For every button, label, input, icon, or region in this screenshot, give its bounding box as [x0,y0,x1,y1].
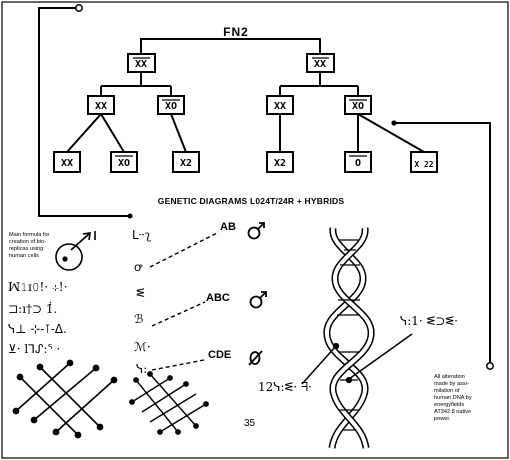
note-alteration: All alteration made by assi- milation of… [434,374,472,423]
note-right-line-3: milation of [434,388,460,394]
dna-helix [323,227,375,449]
leaf-label-5: O [355,158,361,169]
root-label-fn2: FN2 [223,25,249,39]
label-ab: AB [220,221,236,233]
note-right-line-4: human DNA by [434,395,472,401]
note-left-line-2: creation of bio- [9,239,47,245]
left-child-label-2: XO [165,101,177,112]
tree-labels: XX XX XX XO XX XO XX XO X2 X2 O X 22 [61,59,434,169]
knot-pattern-right [129,371,209,435]
leaf-label-4: X2 [274,158,286,169]
glyph-column-3: ᓬ [136,286,145,300]
right-child-label-1: XX [274,101,286,112]
glyph-column-5: ℳ· [134,340,151,354]
tree-connectors [66,38,425,153]
leaf-node-5 [344,151,372,173]
right-child-label-2: XO [352,101,364,112]
note-left-line-3: replicas using [9,246,44,252]
glyph-column-6: ᓭ: [136,362,148,376]
leaf-node-2 [110,151,138,173]
top-left-pointer [38,4,133,219]
leaf-node-1 [53,151,81,173]
tree-nodes [53,53,438,173]
note-right-line-5: energyfields [434,402,465,408]
glyph-line-4: ⊻· l⅂ᔑ:ᕐ · [8,342,61,356]
right-root-label: XX [314,59,326,70]
note-right-line-2: made by assi- [434,381,469,387]
note-left-line-4: human cells [9,253,39,259]
leaf-node-6 [410,151,438,173]
glyph-column-4: ℬ [134,312,144,326]
glyph-line-2: ⊐:ı†⊃ 1̇̇. [8,302,58,316]
page-number: 35 [244,418,256,429]
note-left-line-1: Main formula for [9,232,50,238]
right-child-xx-node [266,95,294,115]
leaf-node-3 [172,151,200,173]
crossed-circle-icon [248,350,263,366]
dashed-connectors [149,231,220,371]
formula-circle-icon [55,231,96,271]
leaf-label-3: X2 [180,158,192,169]
label-abc: ABC [206,292,230,304]
male-symbol-icons [247,222,267,309]
label-cde: CDE [208,349,232,361]
helix-leader-lines [301,333,413,385]
left-child-xx-node [87,95,115,115]
diagram-caption: GENETIC DIAGRAMS L024T/24R + HYBRIDS [157,196,345,206]
glyph-column-1: ᒷ·ʅ [132,228,151,242]
left-child-label-1: XX [95,101,107,112]
glyph-line-3: ᓭ⊥ ⊹-⊺-ᐃ. [8,322,67,336]
note-right-line-7: power. [434,416,451,422]
leaf-node-4 [266,151,294,173]
knot-pattern-left [12,359,118,439]
leaf-label-2: XO [118,158,130,169]
note-right-line-1: All alteration [434,374,465,380]
glyph-right-text: ᓭ:1· ᓬ⊃ᓬ· [400,314,458,328]
glyph-line-1: ꟽ𝟷ɪ𝟶!· ⊹!· [8,280,68,294]
leaf-label-1: XX [61,158,73,169]
glyph-helix-text: 12ᓭ:ᓬ· ᖷ· [258,380,312,394]
note-right-line-6: AT342.8 native [434,409,472,415]
note-main-formula: Main formula for creation of bio- replic… [9,232,49,260]
left-root-label: XX [135,59,147,70]
leaf-label-6: X 22 [414,160,433,169]
glyph-column-2: ꝍ [134,260,143,274]
right-pointer [391,120,494,370]
